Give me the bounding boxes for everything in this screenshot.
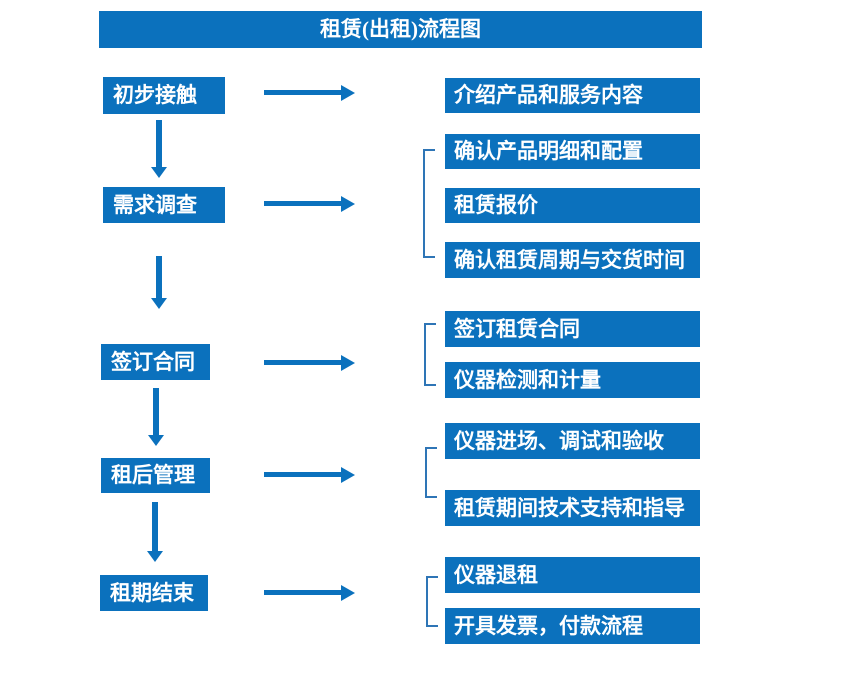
arrow-head [151,167,167,178]
arrow-right-icon [264,467,355,483]
arrow-head [341,196,355,212]
arrow-shaft [156,120,162,168]
detail-box-invoice-payment: 开具发票，付款流程 [445,608,700,644]
arrow-shaft [264,472,342,477]
arrow-shaft [264,201,342,206]
detail-label: 仪器检测和计量 [454,367,601,392]
detail-box-technical-support: 租赁期间技术支持和指导 [445,490,700,526]
detail-label: 确认产品明细和配置 [454,139,643,163]
arrow-head [151,298,167,309]
arrow-right-icon [264,196,355,212]
detail-label: 确认租赁周期与交货时间 [454,247,685,272]
arrow-down-icon [151,120,167,178]
detail-box-instrument-setup-acceptance: 仪器进场、调试和验收 [445,423,700,459]
stage-box-post-rental-management: 租后管理 [101,458,210,493]
arrow-down-icon [147,502,163,562]
arrow-shaft [264,90,342,95]
arrow-shaft [153,388,159,436]
title-bar: 租赁(出租)流程图 [99,11,702,48]
group-bracket-rental-end [426,576,438,627]
detail-label: 租赁报价 [454,193,538,217]
detail-box-introduce-products: 介绍产品和服务内容 [445,78,700,113]
detail-box-rental-quotation: 租赁报价 [445,188,700,223]
detail-label: 仪器退租 [454,562,538,587]
arrow-shaft [156,256,162,299]
stage-box-initial-contact: 初步接触 [103,77,225,114]
arrow-down-icon [148,388,164,446]
arrow-head [341,355,355,371]
detail-label: 仪器进场、调试和验收 [454,428,664,453]
stage-label: 初步接触 [113,83,197,107]
detail-label: 租赁期间技术支持和指导 [454,495,685,520]
group-bracket-demand-survey [423,149,435,258]
stage-label: 租后管理 [111,463,195,487]
arrow-shaft [264,590,342,595]
arrow-right-icon [264,355,355,371]
group-bracket-post-rental [425,447,437,498]
detail-label: 签订租赁合同 [454,316,580,341]
arrow-head [148,435,164,446]
detail-box-instrument-return: 仪器退租 [445,557,700,593]
stage-box-rental-end: 租期结束 [100,575,208,611]
detail-label: 开具发票，付款流程 [454,613,643,638]
stage-label: 签订合同 [111,349,195,374]
detail-box-confirm-product-details: 确认产品明细和配置 [445,134,700,169]
stage-label: 租期结束 [110,580,194,605]
detail-box-sign-rental-contract: 签订租赁合同 [445,311,700,347]
detail-box-confirm-rental-period: 确认租赁周期与交货时间 [445,242,700,278]
detail-label: 介绍产品和服务内容 [454,83,643,107]
arrow-shaft [152,502,158,552]
arrow-down-icon [151,256,167,309]
arrow-head [341,467,355,483]
stage-label: 需求调查 [113,192,197,217]
detail-box-instrument-testing: 仪器检测和计量 [445,362,700,398]
arrow-right-icon [264,85,355,101]
arrow-head [341,585,355,601]
stage-box-sign-contract: 签订合同 [101,344,210,380]
arrow-right-icon [264,585,355,601]
arrow-head [147,551,163,562]
arrow-shaft [264,360,342,365]
group-bracket-sign-contract [424,323,436,386]
page-title: 租赁(出租)流程图 [320,17,481,41]
arrow-head [341,85,355,101]
stage-box-demand-survey: 需求调查 [103,187,225,223]
